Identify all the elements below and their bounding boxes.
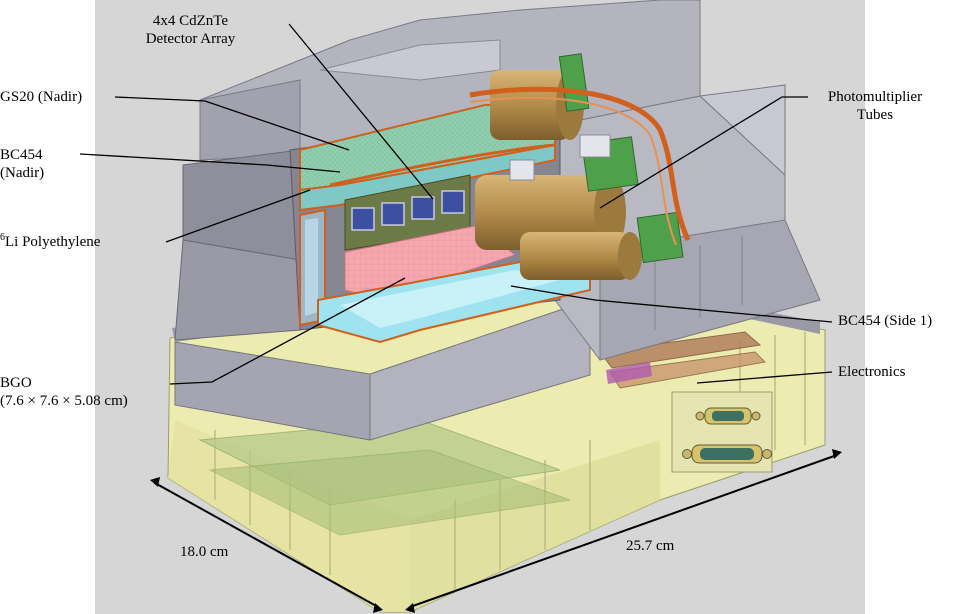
dimension-length-line	[409, 454, 838, 608]
internal-components	[299, 53, 691, 344]
label-bgo-line2: (7.6 × 7.6 × 5.08 cm)	[0, 393, 128, 409]
dimension-end-marker-icon	[150, 477, 160, 487]
dimension-end-marker-icon	[373, 603, 383, 613]
label-bc454-nadir-line1: BC454	[0, 147, 43, 163]
label-li-superscript: 6	[0, 232, 5, 243]
label-pmt-line2: Tubes	[856, 107, 894, 123]
leader-li-polyethylene	[165, 189, 311, 243]
label-gs20: GS20 (Nadir)	[0, 89, 83, 105]
label-detector-array: 4x4 CdZnTe Detector Array	[118, 12, 263, 48]
label-bc454-side: BC454 (Side 1)	[838, 313, 933, 329]
label-length-dimension: 25.7 cm	[626, 538, 675, 554]
label-width-dimension: 18.0 cm	[180, 544, 229, 560]
bc454-nadir	[299, 143, 556, 212]
label-pmt-line1: Photomultiplier	[827, 89, 923, 105]
cdznte-detector-array	[344, 174, 471, 251]
connector-icon	[695, 407, 761, 425]
base-housing	[167, 281, 826, 613]
label-pmt: Photomultiplier Tubes	[800, 88, 950, 124]
leader-detector-array	[288, 23, 434, 200]
label-detector-array-line2: Detector Array	[145, 31, 236, 47]
leader-gs20	[114, 96, 350, 151]
label-electronics: Electronics	[838, 364, 906, 380]
dimension-width-line	[154, 482, 379, 608]
dimension-end-marker-icon	[405, 603, 415, 613]
leader-bgo	[169, 277, 406, 385]
leader-electronics	[696, 371, 833, 384]
dimension-markers	[150, 449, 842, 613]
label-li-text: Li Polyethylene	[5, 234, 101, 250]
label-bgo-line1: BGO	[0, 375, 32, 391]
leader-pmt	[599, 96, 808, 209]
label-bc454-nadir-line2: (Nadir)	[0, 165, 45, 181]
label-detector-array-line1: 4x4 CdZnTe	[152, 13, 229, 29]
leader-lines	[79, 23, 833, 385]
dimension-lines	[154, 454, 838, 608]
dimension-end-marker-icon	[832, 449, 842, 459]
label-bgo: BGO (7.6 × 7.6 × 5.08 cm)	[0, 374, 128, 410]
connector-icon	[682, 444, 772, 464]
leader-bc454-side	[510, 285, 833, 323]
leader-bc454-nadir	[79, 153, 341, 173]
label-li-polyethylene: 6Li Polyethylene	[0, 233, 100, 251]
label-bc454-nadir: BC454 (Nadir)	[0, 146, 44, 182]
